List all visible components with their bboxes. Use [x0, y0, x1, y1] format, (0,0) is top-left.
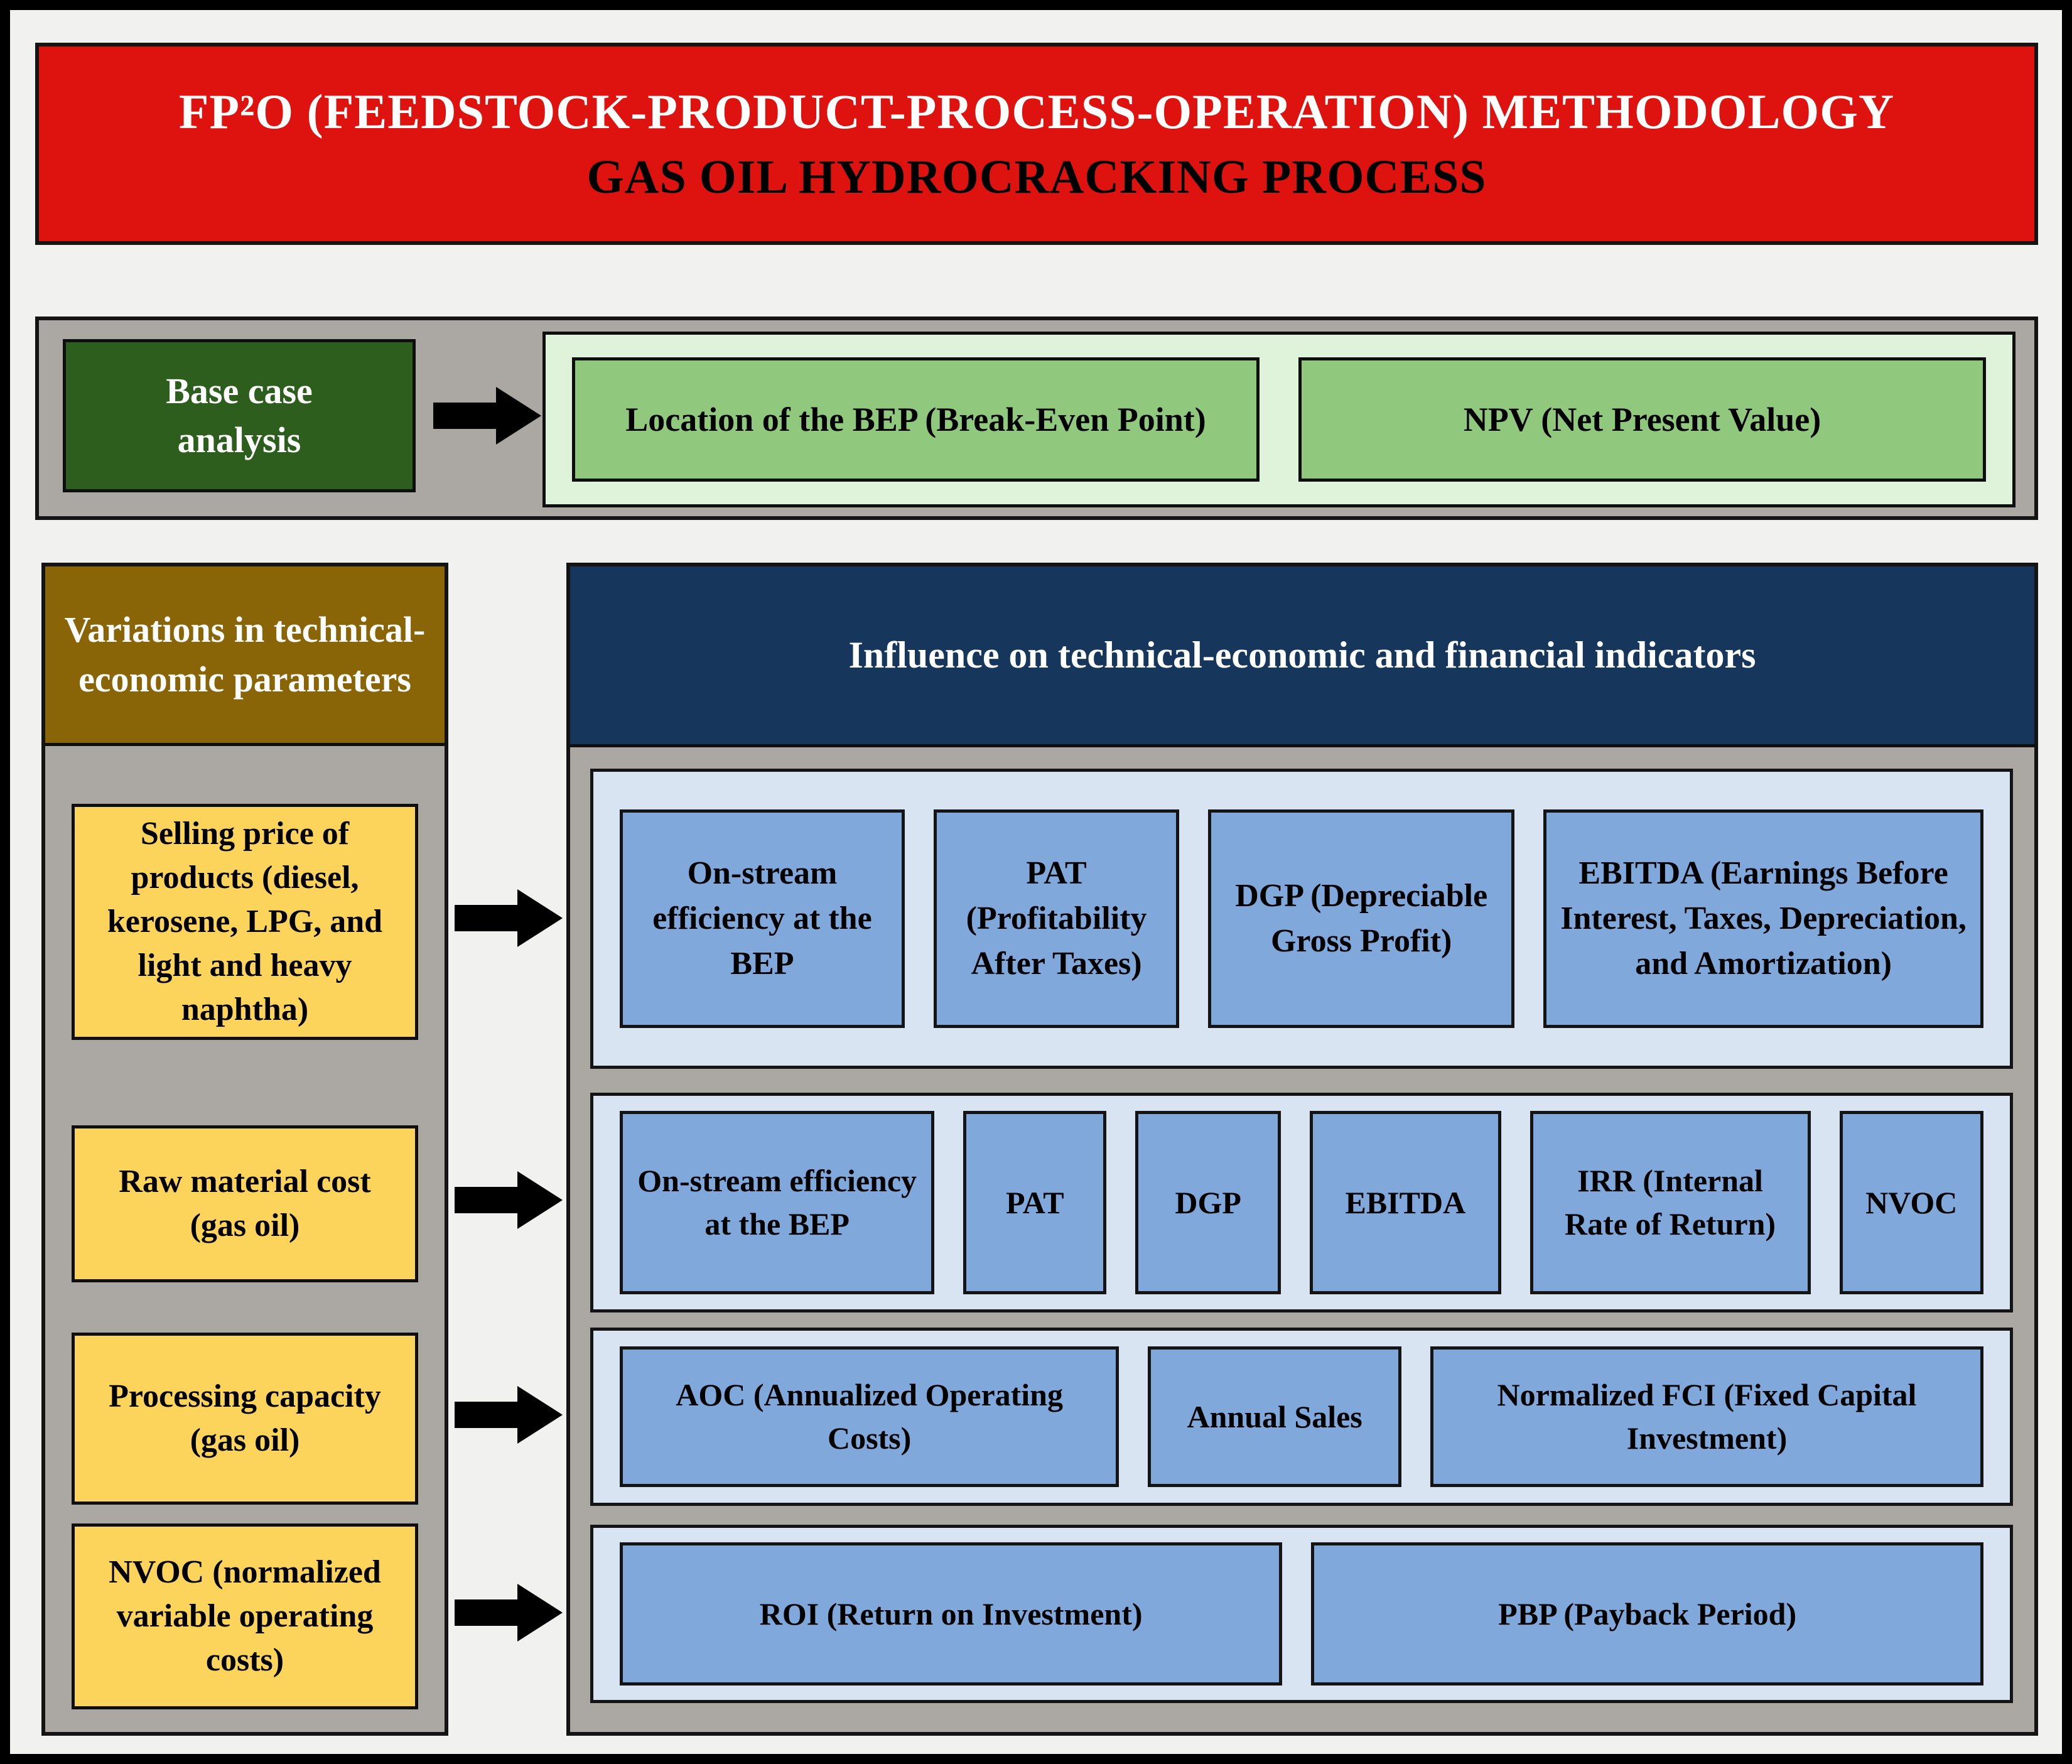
title-line-1: FP²O (FEEDSTOCK-PRODUCT-PROCESS-OPERATIO… [178, 84, 1895, 139]
indicator-aoc-box: AOC (Annualized Operating Costs) [620, 1346, 1120, 1487]
base-case-outputs-container: Location of the BEP (Break-Even Point) N… [542, 332, 2015, 507]
indicator-onstream-bep-box: On-stream efficiency at the BEP [620, 1111, 935, 1294]
npv-box: NPV (Net Present Value) [1298, 357, 1986, 482]
param-selling-price-box: Selling price of products (diesel, keros… [72, 804, 418, 1040]
indicator-pat-box: PAT [963, 1111, 1107, 1294]
arrow-right-icon [455, 1584, 563, 1642]
indicator-pat-box: PAT (Profitability After Taxes) [933, 809, 1180, 1028]
base-case-label-box: Base case analysis [63, 339, 416, 492]
indicator-irr-box: IRR (Internal Rate of Return) [1530, 1111, 1811, 1294]
parameters-column: Variations in technical-economic paramet… [41, 563, 448, 1736]
title-banner: FP²O (FEEDSTOCK-PRODUCT-PROCESS-OPERATIO… [35, 43, 2038, 245]
indicator-pbp-box: PBP (Payback Period) [1311, 1542, 1983, 1686]
indicator-onstream-bep-box: On-stream efficiency at the BEP [620, 809, 905, 1028]
param-raw-material-box: Raw material cost (gas oil) [72, 1125, 418, 1282]
arrow-right-icon [433, 387, 541, 445]
influence-panel: Influence on technical-economic and fina… [566, 563, 2038, 1736]
base-case-band: Base case analysis Location of the BEP (… [35, 317, 2038, 520]
indicator-ebitda-box: EBITDA (Earnings Before Interest, Taxes,… [1543, 809, 1983, 1028]
param-processing-capacity-box: Processing capacity (gas oil) [72, 1333, 418, 1505]
indicator-row-selling-price: On-stream efficiency at the BEP PAT (Pro… [590, 769, 2013, 1069]
param-nvoc-box: NVOC (normalized variable operating cost… [72, 1523, 418, 1709]
indicator-ebitda-box: EBITDA [1310, 1111, 1501, 1294]
arrow-right-icon [455, 889, 563, 947]
indicator-row-raw-material: On-stream efficiency at the BEP PAT DGP … [590, 1093, 2013, 1312]
indicator-nvoc-box: NVOC [1839, 1111, 1983, 1294]
lower-section: Variations in technical-economic paramet… [35, 563, 2038, 1736]
arrow-right-icon [455, 1386, 563, 1444]
indicator-row-processing-capacity: AOC (Annualized Operating Costs) Annual … [590, 1328, 2013, 1506]
parameters-header: Variations in technical-economic paramet… [45, 566, 445, 746]
indicator-row-nvoc: ROI (Return on Investment) PBP (Payback … [590, 1525, 2013, 1703]
indicator-dgp-box: DGP (Depreciable Gross Profit) [1208, 809, 1515, 1028]
indicator-fci-box: Normalized FCI (Fixed Capital Investment… [1430, 1346, 1983, 1487]
title-line-2: GAS OIL HYDROCRACKING PROCESS [586, 150, 1487, 203]
indicator-dgp-box: DGP [1135, 1111, 1282, 1294]
influence-header: Influence on technical-economic and fina… [570, 566, 2034, 747]
indicator-annual-sales-box: Annual Sales [1148, 1346, 1401, 1487]
bep-location-box: Location of the BEP (Break-Even Point) [572, 357, 1260, 482]
arrow-right-icon [455, 1171, 563, 1229]
indicator-roi-box: ROI (Return on Investment) [620, 1542, 1283, 1686]
